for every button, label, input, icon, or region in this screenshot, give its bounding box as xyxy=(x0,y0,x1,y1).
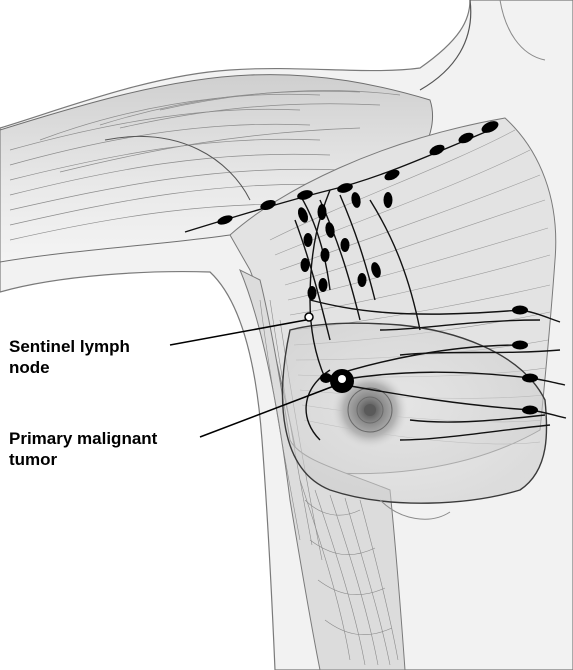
sentinel-label-line2: node xyxy=(9,357,130,378)
tumor-label-line2: tumor xyxy=(9,449,157,470)
tumor-label-line1: Primary malignant xyxy=(9,428,157,449)
sentinel-label-line1: Sentinel lymph xyxy=(9,336,130,357)
sentinel-lymph-node-label: Sentinel lymph node xyxy=(9,336,130,378)
primary-tumor-label: Primary malignant tumor xyxy=(9,428,157,470)
sentinel-lymph-node xyxy=(305,313,313,321)
